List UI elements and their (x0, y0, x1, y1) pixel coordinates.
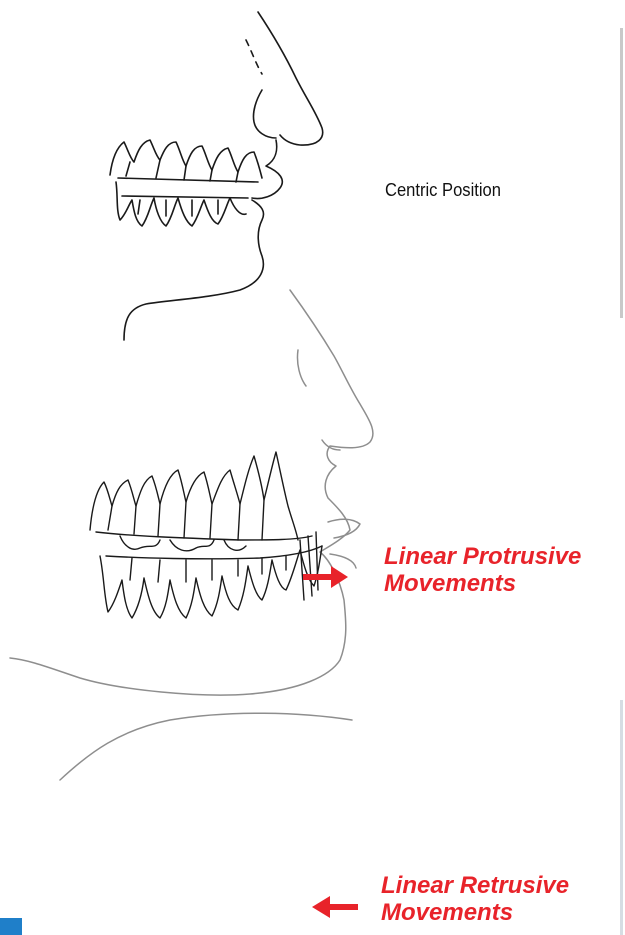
right-edge-strip-bottom (620, 700, 623, 935)
top-face-outline (258, 12, 323, 145)
retrusive-movements-label: Linear Retrusive Movements (381, 872, 569, 926)
right-edge-strip-top (620, 28, 623, 318)
left-arrow-icon (312, 896, 358, 918)
lower-face-outline (10, 290, 373, 695)
bottom-upper-teeth (90, 452, 298, 540)
retrusive-label-line1: Linear Retrusive (381, 872, 569, 899)
centric-position-label: Centric Position (385, 180, 501, 201)
top-lower-teeth (116, 182, 246, 226)
protrusive-label-line2: Movements (384, 570, 581, 597)
corner-blue-block (0, 918, 22, 935)
retrusive-label-line2: Movements (381, 899, 569, 926)
protrusive-movements-label: Linear Protrusive Movements (384, 543, 581, 597)
top-upper-teeth (110, 140, 262, 178)
protrusive-label-line1: Linear Protrusive (384, 543, 581, 570)
